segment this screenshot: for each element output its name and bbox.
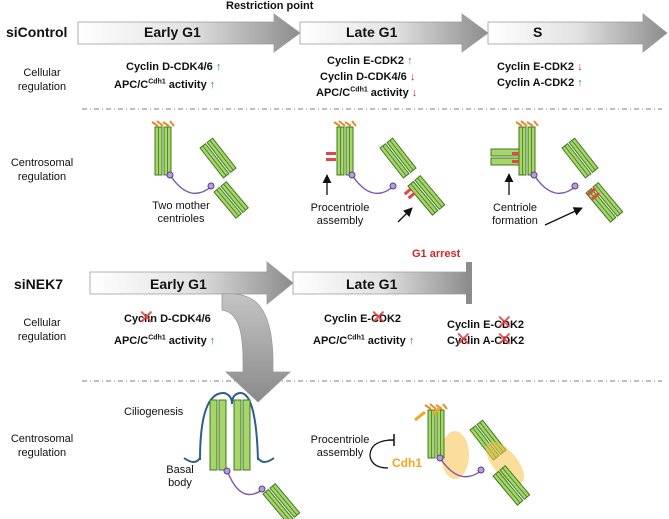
centrosome-early-g1	[151, 120, 249, 219]
restriction-point-label: Restriction point	[226, 0, 314, 12]
reg-early-apc: APC/CCdh1 activity ↑	[114, 78, 216, 91]
bottom-phase-arrow	[89, 261, 472, 305]
label-centriole-formation: Centriole formation	[492, 202, 538, 227]
reg-s-cyclin-a: Cyclin A-CDK2 ↑	[497, 77, 583, 89]
cross-mark-cyclin-a-right: ✕	[496, 329, 513, 351]
reg-s-cyclin-e: Cyclin E-CDK2 ↓	[497, 61, 583, 73]
reg-early-cyclin-d: Cyclin D-CDK4/6 ↑	[126, 61, 222, 73]
stage-late-g1: Late G1	[346, 24, 398, 40]
basal-body-cilium	[183, 391, 301, 519]
condition-sinek7: siNEK7	[14, 276, 64, 292]
ciliogenesis-curved-arrow	[221, 293, 292, 403]
reg-arrest-cyclin-a: Cyclin A-CDK2	[447, 335, 525, 347]
condition-sicontrol: siControl	[6, 24, 68, 40]
label-basal-body: Basal body	[166, 464, 194, 489]
reg-late-cyclin-e: Cyclin E-CDK2 ↑	[327, 55, 413, 67]
reg-late-apc: APC/CCdh1 activity ↓	[316, 86, 418, 99]
g1-arrest-label: G1 arrest	[412, 248, 461, 260]
reg-sinek7-early-cyclin-d: Cyclin D-CDK4/6	[124, 313, 211, 325]
reg-arrest-cyclin-e: Cyclin E-CDK2	[447, 319, 525, 331]
stage-early-g1: Early G1	[144, 24, 201, 40]
stage-early-g1-sinek7: Early G1	[150, 276, 207, 292]
label-procentriole-assembly: Procentriole assembly	[310, 202, 370, 227]
reg-sinek7-late-cyclin-e: Cyclin E-CDK2	[324, 313, 402, 325]
top-phase-arrow	[77, 13, 668, 53]
cross-mark-cyclin-e-arrest: ✕	[496, 312, 513, 334]
reg-late-cyclin-d: Cyclin D-CDK4/6 ↓	[320, 71, 416, 83]
label-two-mother-centrioles: Two mother centrioles	[152, 200, 210, 225]
cross-mark-cyclin-d: ✕	[138, 307, 155, 329]
label-ciliogenesis: Ciliogenesis	[124, 406, 184, 418]
blocked-procentriole	[369, 403, 531, 506]
cross-mark-cyclin-a-left: ✕	[455, 329, 472, 351]
stage-s: S	[533, 24, 543, 40]
reg-sinek7-early-apc: APC/CCdh1 activity ↑	[114, 334, 216, 347]
row-label-centrosomal-bottom: Centrosomal regulation	[10, 433, 74, 459]
row-label-cellular-top: Cellular regulation	[17, 67, 67, 93]
label-procentriole-assembly-blocked: Procentriole assembly	[310, 434, 370, 459]
stage-late-g1-sinek7: Late G1	[346, 276, 398, 292]
row-label-cellular-bottom: Cellular regulation	[17, 317, 67, 343]
row-label-centrosomal-top: Centrosomal regulation	[10, 157, 74, 183]
centrosome-late-g1	[322, 120, 446, 223]
centrosome-s	[490, 120, 624, 226]
cross-mark-cyclin-e-late: ✕	[370, 307, 387, 329]
reg-sinek7-late-apc: APC/CCdh1 activity ↑	[313, 334, 415, 347]
label-cdh1: Cdh1	[392, 456, 422, 470]
